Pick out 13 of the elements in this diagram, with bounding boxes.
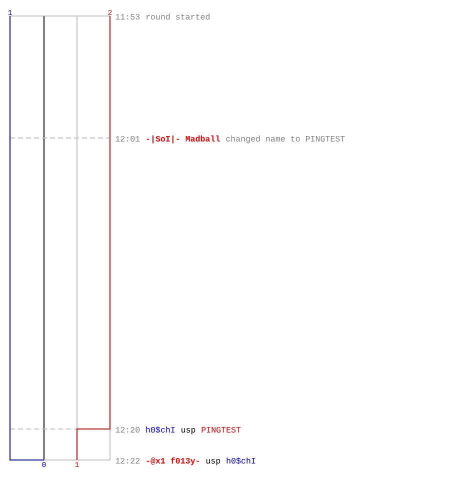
player-name: PINGTEST	[202, 426, 241, 433]
player-name: h0$chI	[146, 426, 175, 434]
player-name: -@x1 f013y-	[146, 457, 199, 466]
player-name: h0$chI	[226, 458, 256, 464]
event-text: round started	[146, 14, 210, 20]
time-label: 11:53	[116, 14, 140, 20]
weapon-name: usp	[182, 428, 196, 434]
time-label: 12:20	[116, 426, 140, 433]
time-label: 12:22	[116, 458, 140, 464]
weapon-name: usp	[206, 459, 220, 466]
time-label: 12:01	[116, 136, 140, 142]
player-name: -|SoI|- Madball	[146, 136, 220, 144]
event-text: changed name to PINGTEST	[226, 136, 345, 144]
